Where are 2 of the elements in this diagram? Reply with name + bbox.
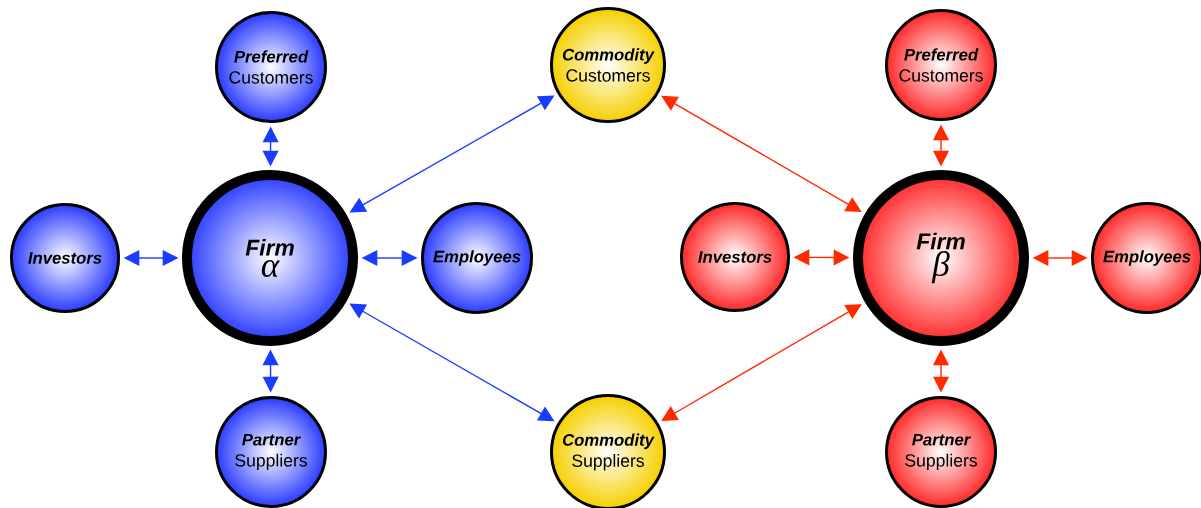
double-arrow xyxy=(661,95,862,213)
double-arrow xyxy=(661,304,862,421)
